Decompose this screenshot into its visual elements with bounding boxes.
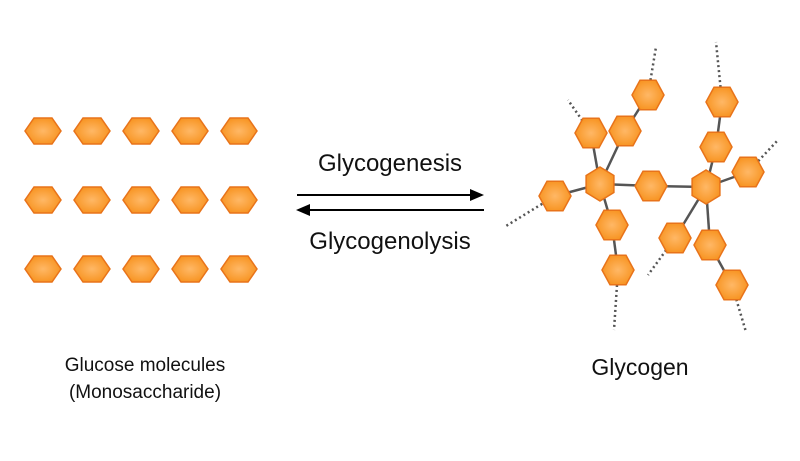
- glucose-hexagon: [171, 117, 209, 145]
- glucose-hexagon: [24, 117, 62, 145]
- glycogen-glucose-unit: [699, 131, 733, 163]
- glycogen-glucose-unit: [601, 254, 635, 286]
- glucose-hexagon: [220, 117, 258, 145]
- glucose-hexagon: [122, 255, 160, 283]
- glucose-hexagon: [73, 117, 111, 145]
- glycogen-glucose-unit: [705, 86, 739, 118]
- glycogen-glucose-unit: [731, 156, 765, 188]
- glucose-hexagon: [24, 255, 62, 283]
- hexagon-layer: [24, 79, 765, 301]
- glucose-hexagon: [220, 255, 258, 283]
- glycogen-glucose-unit: [634, 170, 668, 202]
- reverse-arrow-head: [296, 204, 310, 216]
- glycogen-glucose-unit: [693, 229, 727, 261]
- glucose-label-line1: Glucose molecules: [64, 355, 226, 376]
- glycogen-glucose-unit: [585, 166, 615, 202]
- glycogenesis-label: Glycogenesis: [317, 150, 463, 177]
- forward-arrow-head: [470, 189, 484, 201]
- glucose-label-line2: (Monosaccharide): [68, 382, 222, 403]
- glucose-hexagon: [73, 186, 111, 214]
- glucose-hexagon: [171, 255, 209, 283]
- glucose-hexagon: [73, 255, 111, 283]
- glucose-hexagon: [122, 186, 160, 214]
- glucose-hexagon: [122, 117, 160, 145]
- glycogen-glucose-unit: [715, 269, 749, 301]
- reaction-arrows: [296, 189, 484, 216]
- glycogen-glucose-unit: [691, 169, 721, 205]
- glycogen-glucose-unit: [658, 222, 692, 254]
- glycogen-glucose-unit: [608, 115, 642, 147]
- chain-continuation: [646, 46, 658, 96]
- glycogen-glucose-unit: [595, 209, 629, 241]
- chain-continuation: [730, 284, 748, 333]
- glucose-hexagon: [24, 186, 62, 214]
- glucose-molecules-label: Glucose molecules (Monosaccharide): [10, 352, 280, 406]
- glucose-hexagon: [171, 186, 209, 214]
- glycogen-glucose-unit: [538, 180, 572, 212]
- glycogenolysis-label: Glycogenolysis: [309, 228, 471, 255]
- glycogen-glucose-unit: [631, 79, 665, 111]
- chain-continuation: [747, 139, 779, 173]
- glucose-hexagon: [220, 186, 258, 214]
- glycogen-glucose-unit: [574, 117, 608, 149]
- glycogen-label: Glycogen: [591, 354, 689, 380]
